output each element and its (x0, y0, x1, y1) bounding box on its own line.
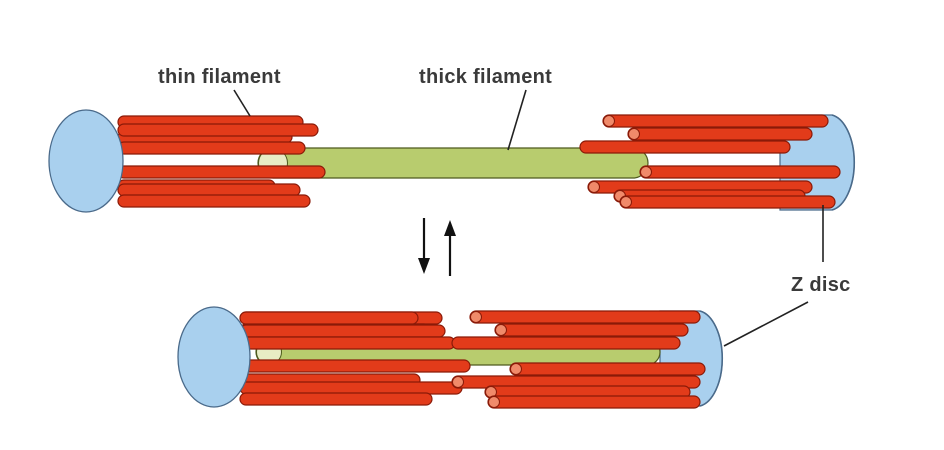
bottom-thin-right-1 (494, 323, 689, 337)
thin-filament-left-2 (117, 165, 326, 179)
bottom-thin-right-0-body (469, 310, 701, 324)
thin-filament-leader (233, 89, 251, 117)
arrow-down-head (418, 258, 430, 274)
bottom-thin-right-4 (451, 375, 701, 389)
bottom-thin-left-5-body (239, 381, 463, 395)
bottom-thin-left-1-body (239, 324, 446, 338)
thin-filament-left-4-body (117, 183, 301, 197)
thin-filament-right-1-body (627, 127, 813, 141)
bottom-thin-right-4-tip (452, 376, 464, 388)
bottom-thin-left-1 (239, 324, 446, 338)
bottom-thin-left-0-body (239, 311, 419, 325)
thin-filament-right-1 (627, 127, 813, 141)
z-disc-label: Z disc (791, 274, 851, 296)
thin-filament-left-5-body (117, 194, 311, 208)
thin-filament-right-1-tip (628, 128, 640, 140)
thin-filament-right-6-tip (620, 196, 632, 208)
thin-filament-left-2-body (117, 165, 326, 179)
thin-filament-right-3-body (639, 165, 841, 179)
bottom-thin-right-1-body (494, 323, 689, 337)
thin-filament-right-3 (639, 165, 841, 179)
thin-filament-right-4-tip (588, 181, 600, 193)
thin-filament-left-1-body (117, 141, 306, 155)
thin-filament-label: thin filament (158, 66, 281, 88)
bottom-thin-right-0-tip (470, 311, 482, 323)
arrow-down-icon (418, 218, 430, 274)
thin-filament-right-0-body (602, 114, 829, 128)
bottom-thin-left-3 (239, 359, 471, 373)
thin-filament-left-0 (117, 123, 319, 137)
bottom-thin-left-6-body (239, 392, 433, 406)
thin-filament-left-4 (117, 183, 301, 197)
equilibrium-arrows (418, 218, 456, 276)
thin-filament-right-0-tip (603, 115, 615, 127)
bottom-thin-right-3 (509, 362, 706, 376)
bottom-thin-right-2-body (451, 336, 681, 350)
bottom-thin-right-1-tip (495, 324, 507, 336)
arrow-up-head (444, 220, 456, 236)
bottom-thin-right-3-tip (510, 363, 522, 375)
bottom-right-z-disc-rim (699, 310, 724, 407)
thin-filament-left-1 (117, 141, 306, 155)
bottom-thin-left-6 (239, 392, 433, 406)
thin-filament-left-5 (117, 194, 311, 208)
bottom-thin-right-6-tip (488, 396, 500, 408)
contracted-sarcomere (177, 306, 724, 409)
bottom-thin-right-6-body (487, 395, 701, 409)
bottom-thin-left-2 (239, 336, 456, 350)
arrow-up-icon (444, 220, 456, 276)
right-z-disc-rim (831, 114, 856, 211)
thick-filament-label: thick filament (419, 66, 553, 88)
bottom-thin-left-2-body (239, 336, 456, 350)
bottom-left-z-disc (177, 306, 251, 408)
thin-filament-right-2 (579, 140, 791, 154)
bottom-thin-right-0 (469, 310, 701, 324)
thin-filament-right-0 (602, 114, 829, 128)
relaxed-sarcomere (48, 109, 856, 213)
bottom-thin-left-5 (239, 381, 463, 395)
z-disc-leader-bottom (723, 301, 809, 347)
thin-filament-right-3-tip (640, 166, 652, 178)
bottom-thin-right-5 (484, 385, 691, 399)
bottom-thin-right-6 (487, 395, 701, 409)
bottom-thin-right-2 (451, 336, 681, 350)
thin-filament-right-6-body (619, 195, 836, 209)
thin-filament-right-6 (619, 195, 836, 209)
thin-filament-left-0-body (117, 123, 319, 137)
left-z-disc (48, 109, 124, 213)
bottom-thin-left-3-body (239, 359, 471, 373)
bottom-thin-left-0 (239, 311, 419, 325)
thick-filament-leader (507, 89, 527, 151)
bottom-thin-right-3-body (509, 362, 706, 376)
thin-filament-right-2-body (579, 140, 791, 154)
